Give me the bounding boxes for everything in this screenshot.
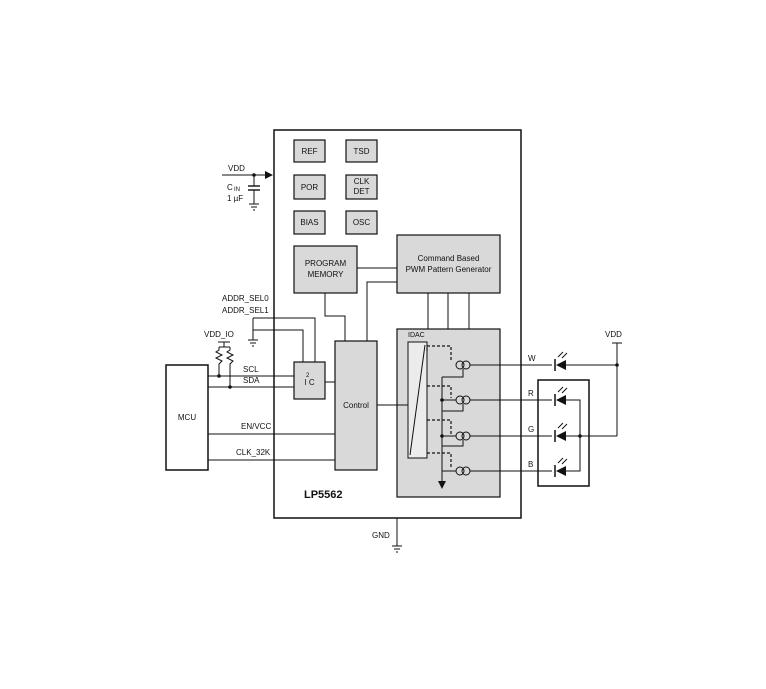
output-r-label: R <box>528 389 534 398</box>
gnd-label: GND <box>372 531 390 540</box>
i2c-block: 2 I C <box>293 361 326 400</box>
output-g-label: G <box>528 425 534 434</box>
por-block: POR <box>293 174 326 200</box>
sda-label: SDA <box>243 376 260 385</box>
control-block: Control <box>334 340 378 471</box>
cin-subscript: IN <box>234 187 240 193</box>
led-vdd-label: VDD <box>605 330 622 339</box>
control-label: Control <box>343 401 369 410</box>
vdd-in-label: VDD <box>228 164 245 173</box>
i2c-superscript: 2 <box>306 373 310 379</box>
addr-sel0-wire <box>253 317 316 362</box>
rgb-led-package <box>537 379 590 487</box>
mcu-label: MCU <box>178 413 196 422</box>
program-memory-label-1: PROGRAM <box>305 259 347 268</box>
addr-sel0-label: ADDR_SEL0 <box>222 294 269 303</box>
rgb-anode-junction <box>578 434 582 438</box>
idac-region: IDAC <box>396 328 501 498</box>
program-memory-block: PROGRAM MEMORY <box>293 245 358 294</box>
led-vdd-junction <box>615 363 619 367</box>
pwm-generator-label-2: PWM Pattern Generator <box>406 265 492 274</box>
mcu-block: MCU <box>165 364 209 471</box>
led-g-icon <box>554 422 568 442</box>
vdd-io-label: VDD_IO <box>204 330 234 339</box>
osc-block: OSC <box>345 210 378 235</box>
ref-block: REF <box>293 139 326 163</box>
en-vcc-label: EN/VCC <box>241 422 271 431</box>
led-b-icon <box>554 457 568 477</box>
cin-value: 1 µF <box>227 194 243 203</box>
por-label: POR <box>301 183 319 192</box>
addr-ground-icon <box>248 339 258 347</box>
control-to-pwm-wire <box>366 281 397 341</box>
clk-32k-label: CLK_32K <box>236 448 271 457</box>
led-r-icon <box>554 386 568 406</box>
pwm-generator-label-1: Command Based <box>418 254 480 263</box>
sda-pullup-resistor <box>225 347 235 387</box>
idac-dash-b <box>427 452 452 469</box>
gnd-ground-icon <box>392 545 402 553</box>
part-number: LP5562 <box>304 489 343 501</box>
idac-dash-r <box>427 385 452 398</box>
bias-block: BIAS <box>293 210 326 235</box>
tsd-block: TSD <box>345 139 378 163</box>
scl-pullup-resistor <box>214 347 224 376</box>
clk-det-label-1: CLK <box>354 177 370 186</box>
cin-label: C <box>227 183 233 192</box>
sda-junction <box>228 385 232 389</box>
ref-label: REF <box>302 147 318 156</box>
addr-sel1-wire <box>253 329 304 362</box>
led-w-icon <box>554 351 568 371</box>
cin-ground-icon <box>249 203 259 211</box>
scl-junction <box>217 374 221 378</box>
clk-det-block: CLK DET <box>345 174 378 200</box>
idac-dash-w <box>426 345 452 362</box>
memory-to-control-wire <box>324 293 346 341</box>
output-b-label: B <box>528 460 533 469</box>
idac-dash-g <box>427 419 452 434</box>
addr-sel1-label: ADDR_SEL1 <box>222 306 269 315</box>
output-w-label: W <box>528 354 536 363</box>
bias-label: BIAS <box>300 218 318 227</box>
idac-diagonal <box>409 344 426 456</box>
current-source-r <box>440 395 471 412</box>
tsd-label: TSD <box>354 147 370 156</box>
pwm-pattern-generator-block: Command Based PWM Pattern Generator <box>396 234 501 294</box>
idac-label: IDAC <box>408 332 425 339</box>
i2c-label: I C <box>304 378 314 387</box>
clk-det-label-2: DET <box>354 187 370 196</box>
osc-label: OSC <box>353 218 371 227</box>
scl-label: SCL <box>243 365 259 374</box>
program-memory-label-2: MEMORY <box>308 270 345 279</box>
